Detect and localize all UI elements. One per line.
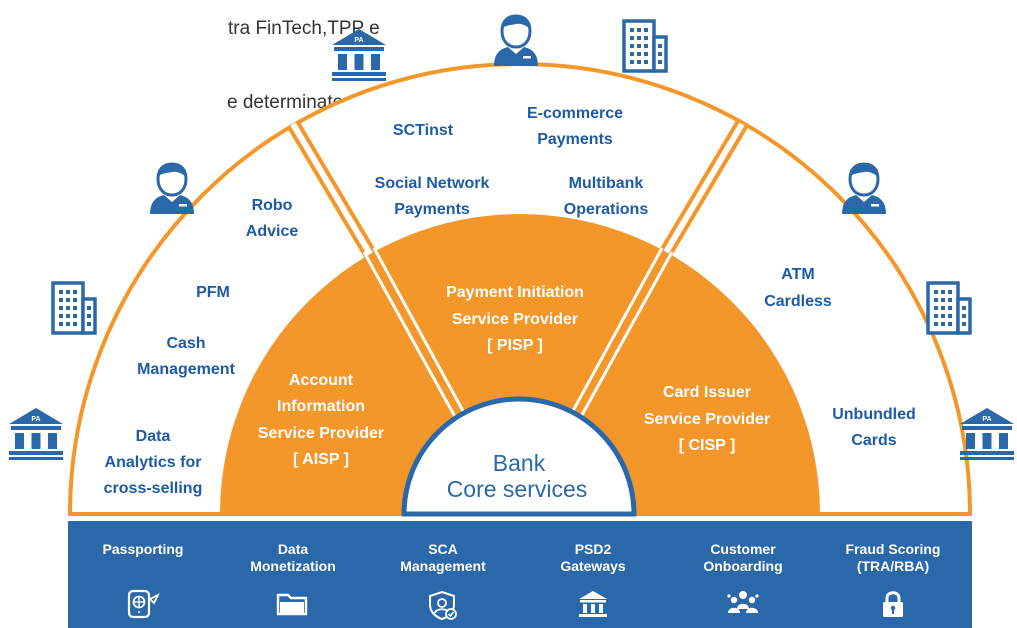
- svg-text:PA: PA: [982, 416, 991, 423]
- inner-orange-semicircle: [220, 214, 820, 514]
- people-icon: [727, 591, 759, 613]
- bank-core-circle: [401, 396, 637, 517]
- bank-pa-icon: PA: [960, 408, 1014, 460]
- folder-icon: [276, 593, 308, 616]
- fraud-scoring-item: Fraud Scoring(TRA/RBA): [818, 521, 968, 619]
- inner-dividers: [362, 247, 674, 425]
- aisp-label: Account Information Service Provider [ A…: [258, 372, 384, 468]
- svg-text:Information: Information: [277, 398, 365, 415]
- svg-text:Service Provider: Service Provider: [644, 411, 770, 428]
- svg-text:PA: PA: [354, 37, 363, 44]
- building-icon: [622, 19, 668, 73]
- svg-text:Service Provider: Service Provider: [452, 311, 578, 328]
- user-icon: [840, 162, 888, 216]
- svg-text:PA: PA: [31, 416, 40, 423]
- lock-icon: [883, 591, 903, 617]
- intro-line-1: tra FinTech,TPP e: [228, 18, 380, 39]
- pfm-label: PFM: [196, 284, 230, 301]
- passport-icon: [127, 589, 160, 619]
- sctinst-label: SCTinst: [393, 122, 454, 139]
- user-icon: [148, 162, 196, 216]
- svg-text:[ PISP ]: [ PISP ]: [487, 337, 543, 354]
- pisp-label: Payment Initiation Service Provider [ PI…: [446, 284, 584, 354]
- building-icon: [926, 281, 972, 335]
- shield-check-icon: [429, 590, 457, 621]
- bank-pa-icon: PA: [9, 408, 63, 460]
- core-title: Bank: [493, 450, 546, 476]
- bank-pa-icon: PA: [332, 29, 386, 81]
- svg-text:Account: Account: [289, 372, 354, 389]
- svg-text:Payment Initiation: Payment Initiation: [446, 284, 584, 301]
- svg-text:[ CISP ]: [ CISP ]: [679, 437, 736, 454]
- cisp-label: Card Issuer Service Provider [ CISP ]: [644, 384, 770, 454]
- bank-icon: [579, 591, 607, 617]
- svg-text:[ AISP ]: [ AISP ]: [293, 451, 349, 468]
- building-icon: [51, 281, 97, 335]
- core-subtitle: Core services: [447, 476, 588, 502]
- svg-text:Service Provider: Service Provider: [258, 425, 384, 442]
- passporting-item: Passporting: [68, 521, 218, 619]
- user-icon: [492, 14, 540, 68]
- svg-text:Card Issuer: Card Issuer: [663, 384, 751, 401]
